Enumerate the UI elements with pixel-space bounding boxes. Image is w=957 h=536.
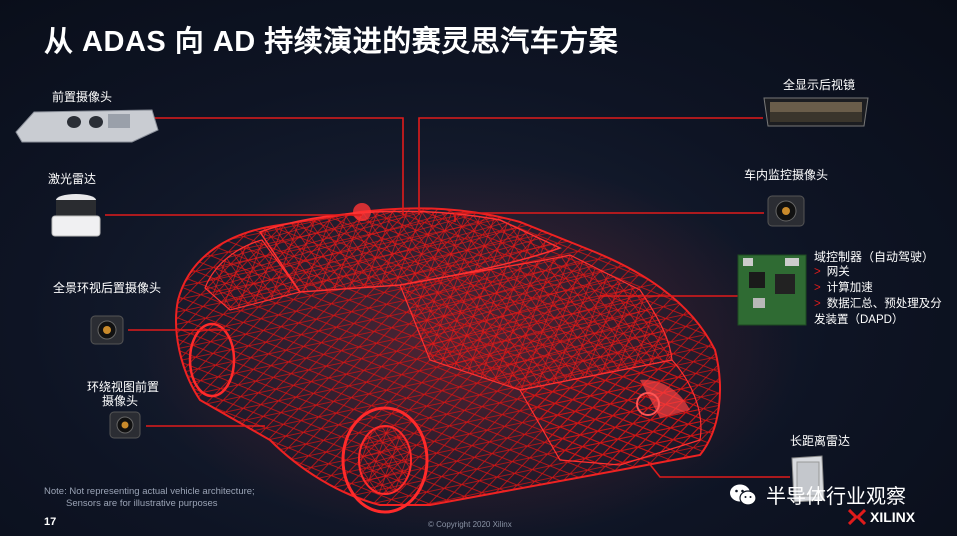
domain-controller-list: >网关 >计算加速 >数据汇总、预处理及分 发装置（DAPD） (814, 264, 942, 328)
connector-lines (105, 117, 790, 478)
surround-front-camera-label-1: 环绕视图前置 (87, 380, 160, 394)
lidar-icon (51, 194, 101, 237)
list-item: >网关 (814, 266, 850, 278)
xilinx-logo: XILINX (848, 509, 915, 525)
watermark-text: 半导体行业观察 (766, 486, 906, 508)
page-number: 17 (44, 516, 57, 528)
domain-controller-board-icon (737, 254, 807, 326)
watermark: 半导体行业观察 (728, 480, 906, 509)
car-body (175, 203, 721, 514)
wechat-icon (730, 484, 757, 506)
page-title: 从 ADAS 向 AD 持续演进的赛灵思汽车方案 (44, 26, 619, 58)
long-range-radar-label: 长距离雷达 (790, 434, 851, 448)
footnote: Note: Not representing actual vehicle ar… (44, 486, 255, 509)
cabin-camera-label: 车内监控摄像头 (744, 168, 829, 182)
rear-camera-icon (90, 315, 124, 345)
radar-icon (791, 455, 825, 503)
lidar-label: 激光雷达 (48, 172, 97, 186)
front-camera-label: 前置摄像头 (52, 90, 113, 104)
copyright: © Copyright 2020 Xilinx (428, 520, 512, 529)
cabin-camera-icon (767, 195, 805, 227)
front-camera-icon (15, 109, 159, 143)
list-item-continuation: 发装置（DAPD） (814, 314, 904, 326)
front-camera-small-icon (109, 411, 141, 439)
surround-front-camera-label-2: 摄像头 (102, 394, 139, 408)
rearview-mirror-icon (763, 97, 869, 127)
rearview-mirror-label: 全显示后视镜 (783, 78, 856, 92)
xilinx-logo-icon (848, 509, 866, 525)
list-item: >数据汇总、预处理及分 (814, 298, 942, 310)
list-item: >计算加速 (814, 282, 873, 294)
surround-rear-camera-label: 全景环视后置摄像头 (53, 281, 162, 295)
domain-controller-title: 域控制器（自动驾驶） (814, 250, 935, 264)
